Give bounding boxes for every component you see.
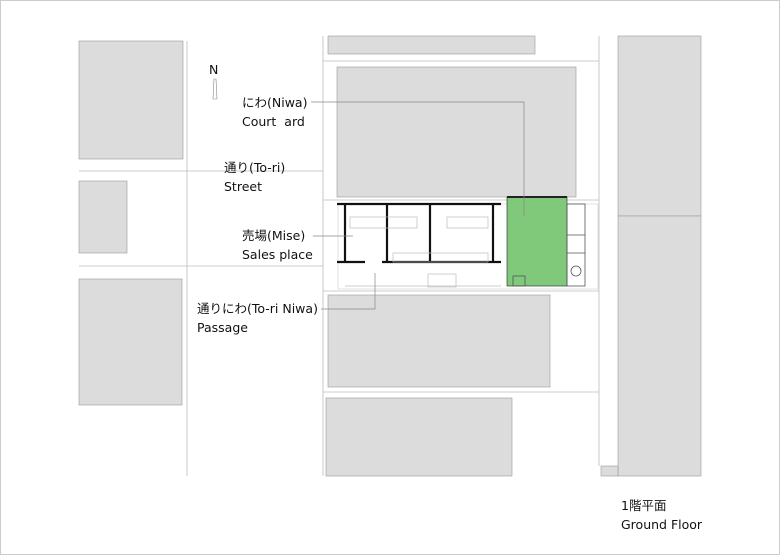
label-en: Passage xyxy=(197,320,248,335)
label-jp: 通り(To-ri) xyxy=(224,160,286,175)
label-en: Sales place xyxy=(242,247,313,262)
street-lines xyxy=(79,36,600,476)
label-en: Court ard xyxy=(242,114,305,129)
label-jp: にわ(Niwa) xyxy=(242,95,308,110)
block xyxy=(78,180,128,254)
block xyxy=(325,397,513,477)
label-niwa: にわ(Niwa) Court ard xyxy=(242,93,307,131)
north-arrow-icon xyxy=(212,78,218,100)
block xyxy=(327,35,536,55)
plan-title: 1階平面 Ground Floor xyxy=(621,496,702,534)
title-en: Ground Floor xyxy=(621,517,703,532)
block xyxy=(600,465,619,477)
block xyxy=(327,294,551,388)
label-jp: 通りにわ(To-ri Niwa) xyxy=(197,301,318,316)
label-tori: 通り(To-ri) Street xyxy=(224,158,285,196)
neighbor-blocks xyxy=(78,35,702,477)
label-mise: 売場(Mise) Sales place xyxy=(242,226,313,264)
leader-lines xyxy=(311,101,525,310)
label-en: Street xyxy=(224,179,262,194)
label-jp: 売場(Mise) xyxy=(242,228,306,243)
block xyxy=(78,278,183,406)
label-passage: 通りにわ(To-ri Niwa) Passage xyxy=(197,299,318,337)
building xyxy=(337,196,599,290)
block xyxy=(78,40,184,160)
block xyxy=(617,35,702,217)
title-jp: 1階平面 xyxy=(621,498,667,513)
block xyxy=(336,66,577,198)
courtyard-green xyxy=(506,196,568,287)
north-label: N xyxy=(209,62,219,77)
block xyxy=(617,215,702,477)
